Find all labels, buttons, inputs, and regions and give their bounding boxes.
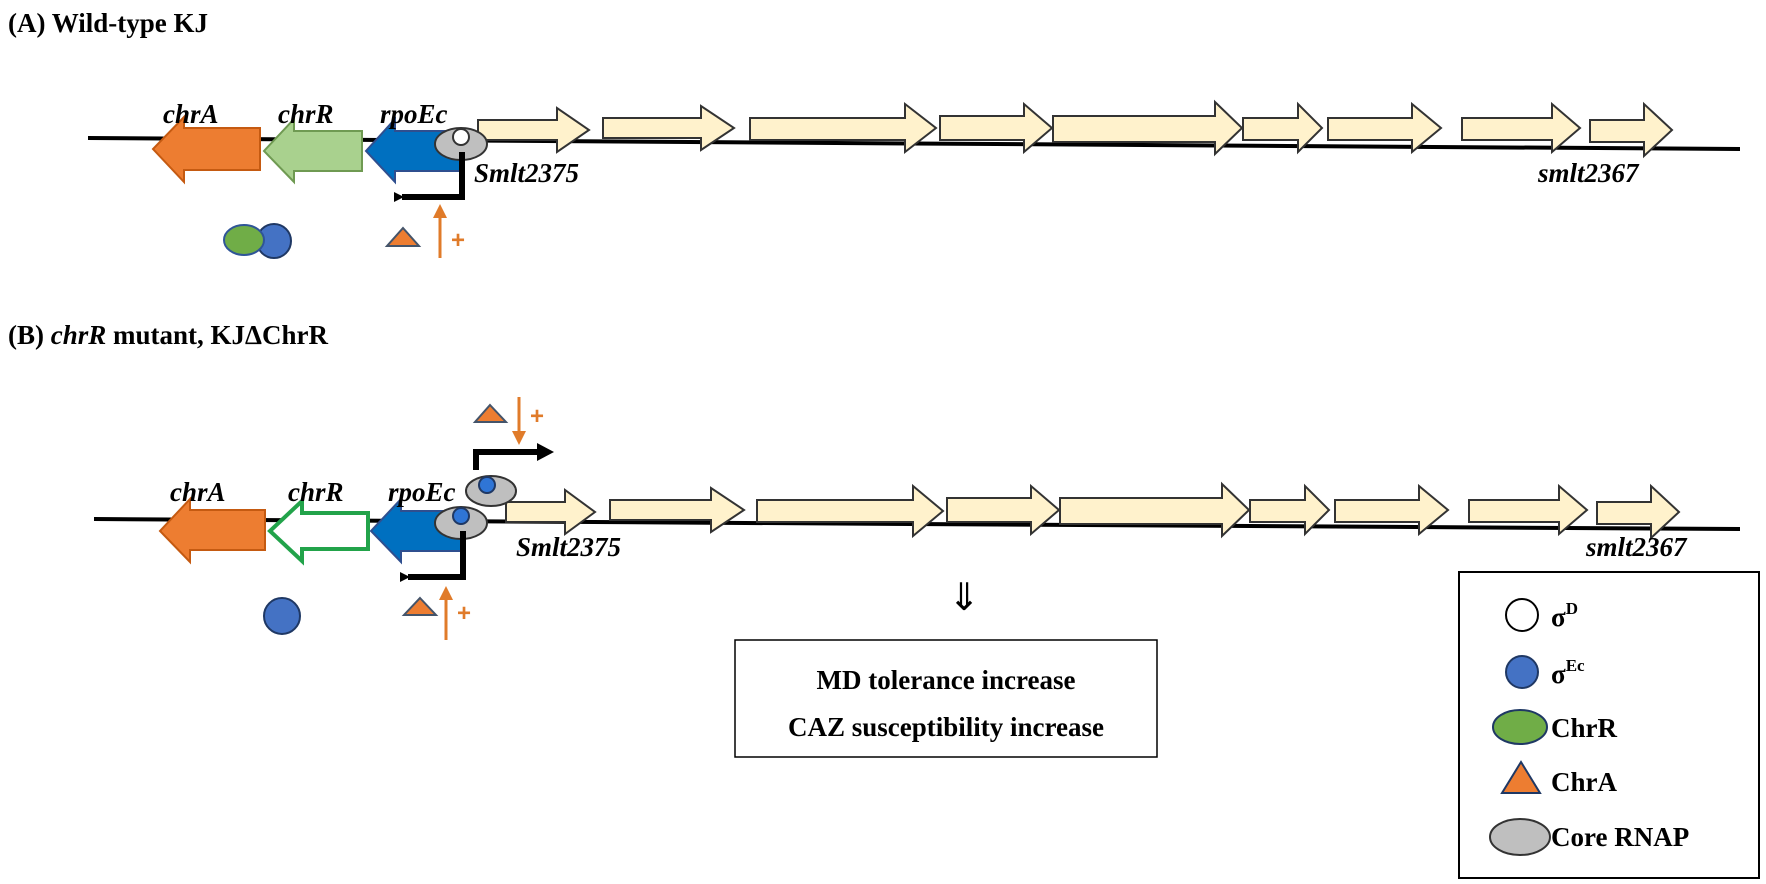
- panel-b-rpoEc-promoter-arrow: [400, 531, 466, 582]
- panel-b-operon-gene-arrow: [1059, 481, 1251, 539]
- panel-a-operon-gene-arrow: [749, 101, 938, 155]
- panel-a-regulation-up-arrowhead: [433, 204, 447, 218]
- panel-a-chrR-gene-arrow: [262, 116, 363, 185]
- panel-a-plus-sign: +: [451, 227, 465, 254]
- panel-a-rpoEc-promoter-arrow: [394, 152, 465, 202]
- panel-a-label-smlt2375: Smlt2375: [474, 158, 579, 188]
- legend-label-chrA: ChrA: [1551, 767, 1617, 797]
- panel-a-label-smlt2367: smlt2367: [1537, 158, 1640, 188]
- legend-chrR-icon: [1492, 709, 1548, 745]
- panel-a-operon-gene-arrow: [1052, 99, 1244, 157]
- panel-b-operon-gene-arrow: [1249, 483, 1331, 537]
- legend-label-sigma-d-sup: D: [1566, 599, 1578, 618]
- result-line-md-tolerance: MD tolerance increase: [817, 665, 1076, 695]
- legend-label-sigma-ec-sup: Ec: [1566, 656, 1585, 675]
- panel-a-chrA-gene-arrow: [151, 114, 261, 185]
- panel-b-label-smlt2367: smlt2367: [1585, 532, 1688, 562]
- panel-a-operon-gene-arrow: [602, 104, 736, 152]
- panel-b-operon-gene-arrow: [1334, 483, 1450, 537]
- legend-label-sigma-d: σD: [1551, 599, 1578, 632]
- panel-a-title: (A) Wild-type KJ: [8, 8, 208, 38]
- panel-a-operon-gene-arrow: [1589, 101, 1674, 159]
- panel-b: (B) chrR mutant, KJΔChrR: [8, 320, 1741, 758]
- panel-b-free-sigma-ec: [263, 597, 301, 635]
- panel-a-operon-gene-arrow: [939, 101, 1054, 155]
- panel-b-title-prefix: (B): [8, 320, 51, 350]
- panel-a-operon-gene-arrow: [1461, 101, 1582, 155]
- panel-b-operon: [505, 481, 1681, 541]
- legend-sigma-d-icon: [1505, 598, 1539, 632]
- panel-b-operon-promoter-arrowhead: [537, 443, 554, 461]
- panel-a-label-chrR: chrR: [278, 99, 334, 129]
- panel-b-chrA-triangle-bottom: [401, 596, 439, 616]
- legend-label-sigma-ec: σEc: [1551, 656, 1585, 689]
- panel-b-title-gene: chrR: [51, 320, 107, 350]
- panel-a-rpoEc-gene-arrow: [364, 116, 461, 185]
- panel-b-plus-sign-bottom: +: [457, 600, 471, 627]
- panel-b-title-suffix: mutant, KJΔChrR: [106, 320, 328, 350]
- panel-a-chrA-triangle: [384, 226, 422, 247]
- result-box: [734, 639, 1158, 758]
- panel-a-label-rpoEc: rpoEc: [380, 99, 448, 129]
- panel-b-operon-gene-arrow: [756, 483, 945, 539]
- panel-b-chrR-deleted-gene-arrow: [267, 496, 370, 566]
- panel-a-operon: [477, 99, 1674, 159]
- panel-b-plus-sign-top: +: [530, 403, 544, 430]
- panel-a-operon-gene-arrow: [477, 106, 591, 154]
- outcome-down-arrow: ⇓: [948, 575, 980, 619]
- panel-b-operon-gene-arrow: [946, 483, 1061, 537]
- panel-b-label-chrA: chrA: [170, 477, 226, 507]
- panel-b-label-smlt2375: Smlt2375: [516, 532, 621, 562]
- panel-b-operon-gene-arrow: [609, 486, 746, 534]
- panel-b-sigma-ec-operon: [478, 476, 496, 494]
- legend-core-rnap-icon: [1489, 818, 1551, 856]
- panel-b-regulation-up-arrowhead: [439, 586, 453, 600]
- panel-b-title: (B) chrR mutant, KJΔChrR: [8, 320, 328, 350]
- panel-b-label-rpoEc: rpoEc: [388, 477, 456, 507]
- panel-b-regulation-down-arrowhead: [512, 431, 526, 445]
- panel-b-label-chrR: chrR: [288, 477, 344, 507]
- legend-label-sigma-d-base: σ: [1551, 602, 1566, 632]
- result-line-caz-susceptibility: CAZ susceptibility increase: [788, 712, 1104, 742]
- panel-b-chrA-triangle-top: [472, 403, 509, 423]
- panel-b-chrA-gene-arrow: [158, 496, 266, 565]
- legend-label-core-rnap: Core RNAP: [1551, 822, 1689, 852]
- panel-b-operon-gene-arrow: [1468, 483, 1589, 537]
- panel-a-label-chrA: chrA: [163, 99, 219, 129]
- panel-a-chrR-protein: [223, 224, 265, 256]
- panel-b-operon-gene-arrow: [505, 488, 597, 536]
- panel-a-operon-gene-arrow: [1242, 101, 1324, 155]
- legend-label-sigma-ec-base: σ: [1551, 659, 1566, 689]
- legend-chrA-icon: [1500, 760, 1542, 794]
- panel-a-operon-gene-arrow: [1327, 101, 1443, 155]
- legend-sigma-ec-icon: [1505, 655, 1539, 689]
- panel-b-operon-promoter-arrow: [473, 449, 538, 470]
- panel-b-operon-gene-arrow: [1596, 483, 1681, 541]
- panel-a: (A) Wild-type KJ +: [8, 8, 1741, 259]
- legend: σD σEc ChrR ChrA Core RNAP: [1458, 571, 1760, 879]
- panel-a-sigma-d: [452, 128, 470, 146]
- legend-label-chrR: ChrR: [1551, 713, 1617, 743]
- panel-b-sigma-ec-rpoEc: [452, 507, 470, 525]
